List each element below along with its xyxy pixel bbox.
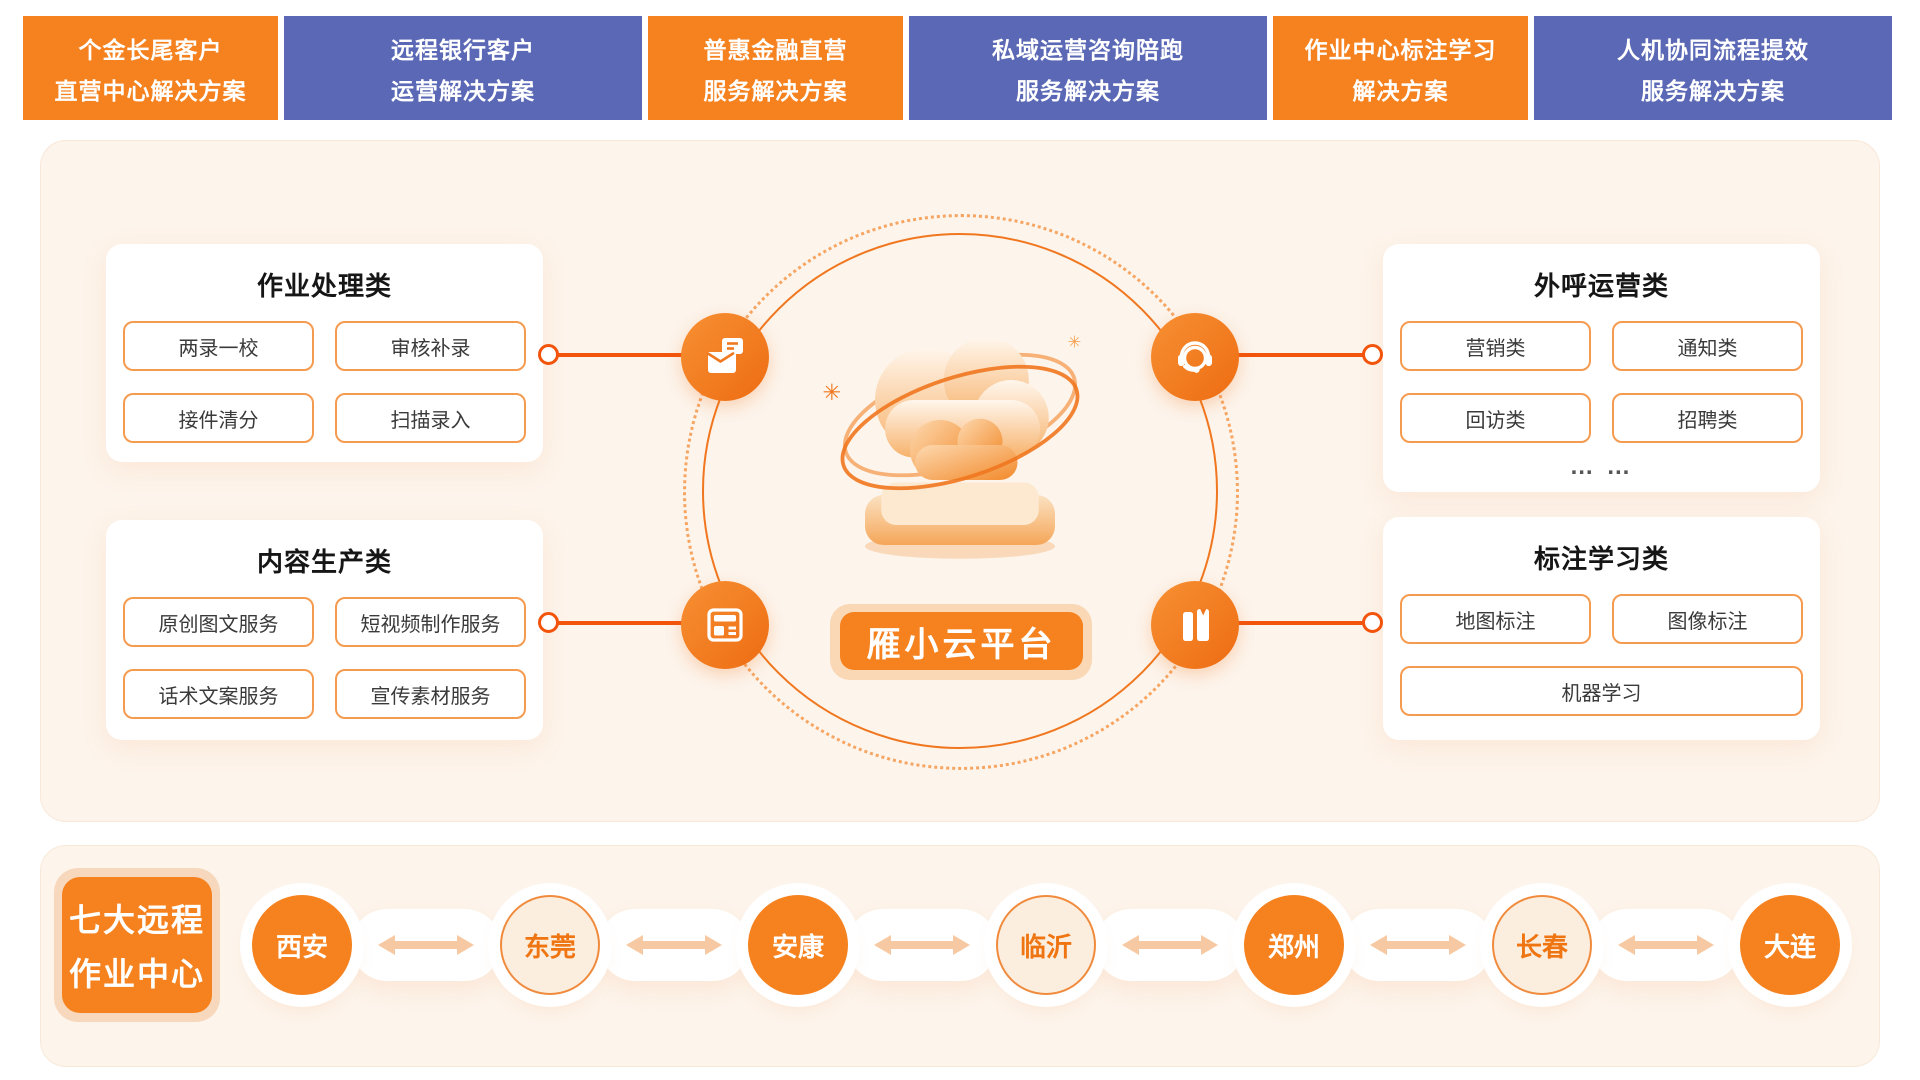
headset-icon: [1151, 313, 1239, 401]
capability-item-pill: 图像标注: [1612, 594, 1803, 644]
capability-card-outbound-operation: 外呼运营类营销类通知类回访类招聘类 … …: [1383, 244, 1820, 492]
city-node-6: 长春: [1492, 895, 1592, 995]
solution-tab-1[interactable]: 个金长尾客户直营中心解决方案: [23, 16, 278, 120]
capability-item-pill: 扫描录入: [335, 393, 526, 443]
capability-card-title: 外呼运营类: [1533, 271, 1669, 301]
connector-endpoint-top-left: [538, 344, 559, 365]
solution-tab-2[interactable]: 远程银行客户运营解决方案: [284, 16, 642, 120]
connector-line-bottom-right: [1237, 621, 1371, 625]
tab-label-line2: 服务解决方案: [1016, 77, 1160, 104]
capability-card-annotation-learning: 标注学习类地图标注图像标注机器学习: [1383, 517, 1820, 740]
bidirectional-arrow-icon: [1122, 932, 1218, 963]
bidirectional-arrow-icon: [1370, 932, 1466, 963]
cloud-platform-illustration: ✳ ✳: [810, 280, 1110, 580]
connector-endpoint-bottom-right: [1362, 612, 1383, 633]
capability-item-pill: 宣传素材服务: [335, 669, 526, 719]
connector-endpoint-top-right: [1362, 344, 1383, 365]
tab-label-line2: 直营中心解决方案: [54, 77, 247, 104]
connector-endpoint-bottom-left: [538, 612, 559, 633]
capability-item-pill: 地图标注: [1400, 594, 1591, 644]
connector-line-top-left: [549, 353, 683, 357]
tab-label-line1: 作业中心标注学习: [1304, 36, 1497, 63]
city-node-7: 大连: [1740, 895, 1840, 995]
capability-item-pill: 审核补录: [335, 321, 526, 371]
remote-centers-badge: 七大远程 作业中心: [62, 877, 212, 1013]
tab-label-line2: 服务解决方案: [703, 77, 848, 104]
city-node-5: 郑州: [1244, 895, 1344, 995]
capability-card-content-production: 内容生产类原创图文服务短视频制作服务话术文案服务宣传素材服务: [106, 520, 543, 740]
badge-line-1: 七大远程: [68, 902, 205, 938]
capability-card-operation-processing: 作业处理类两录一校审核补录接件清分扫描录入: [106, 244, 543, 462]
newspaper-icon: [681, 581, 769, 669]
bidirectional-arrow-icon: [874, 932, 970, 963]
tab-label-line2: 服务解决方案: [1641, 77, 1785, 104]
svg-text:✳: ✳: [1068, 334, 1082, 352]
capability-item-pill: 两录一校: [123, 321, 314, 371]
capability-item-pill: 接件清分: [123, 393, 314, 443]
capability-item-pill: 营销类: [1400, 321, 1591, 371]
solid-orbit-ring: [702, 233, 1218, 749]
tab-label-line2: 解决方案: [1352, 77, 1449, 104]
more-items-ellipsis: … …: [1569, 453, 1634, 480]
capability-card-title: 内容生产类: [256, 547, 392, 577]
books-icon: [1151, 581, 1239, 669]
capability-item-pill: 原创图文服务: [123, 597, 314, 647]
dotted-orbit-ring: [683, 214, 1239, 770]
capability-item-pill: 通知类: [1612, 321, 1803, 371]
tab-label-line1: 个金长尾客户: [78, 36, 223, 63]
platform-name-badge: 雁小云平台: [840, 612, 1083, 670]
svg-text:✳: ✳: [823, 380, 842, 405]
badge-line-2: 作业中心: [68, 956, 205, 992]
capability-item-pill-wide: 机器学习: [1400, 666, 1803, 716]
tab-label-line1: 普惠金融直营: [703, 36, 848, 63]
capability-item-pill: 短视频制作服务: [335, 597, 526, 647]
capability-item-pill: 话术文案服务: [123, 669, 314, 719]
city-node-1: 西安: [252, 895, 352, 995]
bidirectional-arrow-icon: [626, 932, 722, 963]
connector-line-top-right: [1237, 353, 1371, 357]
bidirectional-arrow-icon: [378, 932, 474, 963]
tab-label-line1: 远程银行客户: [391, 36, 535, 63]
connector-line-bottom-left: [549, 621, 683, 625]
tab-label-line1: 人机协同流程提效: [1617, 36, 1809, 63]
capability-card-title: 作业处理类: [256, 271, 392, 301]
mail-document-icon: [681, 313, 769, 401]
tab-label-line1: 私域运营咨询陪跑: [992, 36, 1184, 63]
city-node-4: 临沂: [996, 895, 1096, 995]
solution-tab-5[interactable]: 作业中心标注学习解决方案: [1273, 16, 1528, 120]
solution-tab-4[interactable]: 私域运营咨询陪跑服务解决方案: [909, 16, 1267, 120]
capability-item-pill: 回访类: [1400, 393, 1591, 443]
solution-tab-3[interactable]: 普惠金融直营服务解决方案: [648, 16, 903, 120]
bidirectional-arrow-icon: [1618, 932, 1714, 963]
city-node-3: 安康: [748, 895, 848, 995]
tab-label-line2: 运营解决方案: [391, 77, 535, 104]
capability-item-pill: 招聘类: [1612, 393, 1803, 443]
solution-tab-6[interactable]: 人机协同流程提效服务解决方案: [1534, 16, 1892, 120]
city-node-2: 东莞: [500, 895, 600, 995]
capability-card-title: 标注学习类: [1533, 544, 1669, 574]
